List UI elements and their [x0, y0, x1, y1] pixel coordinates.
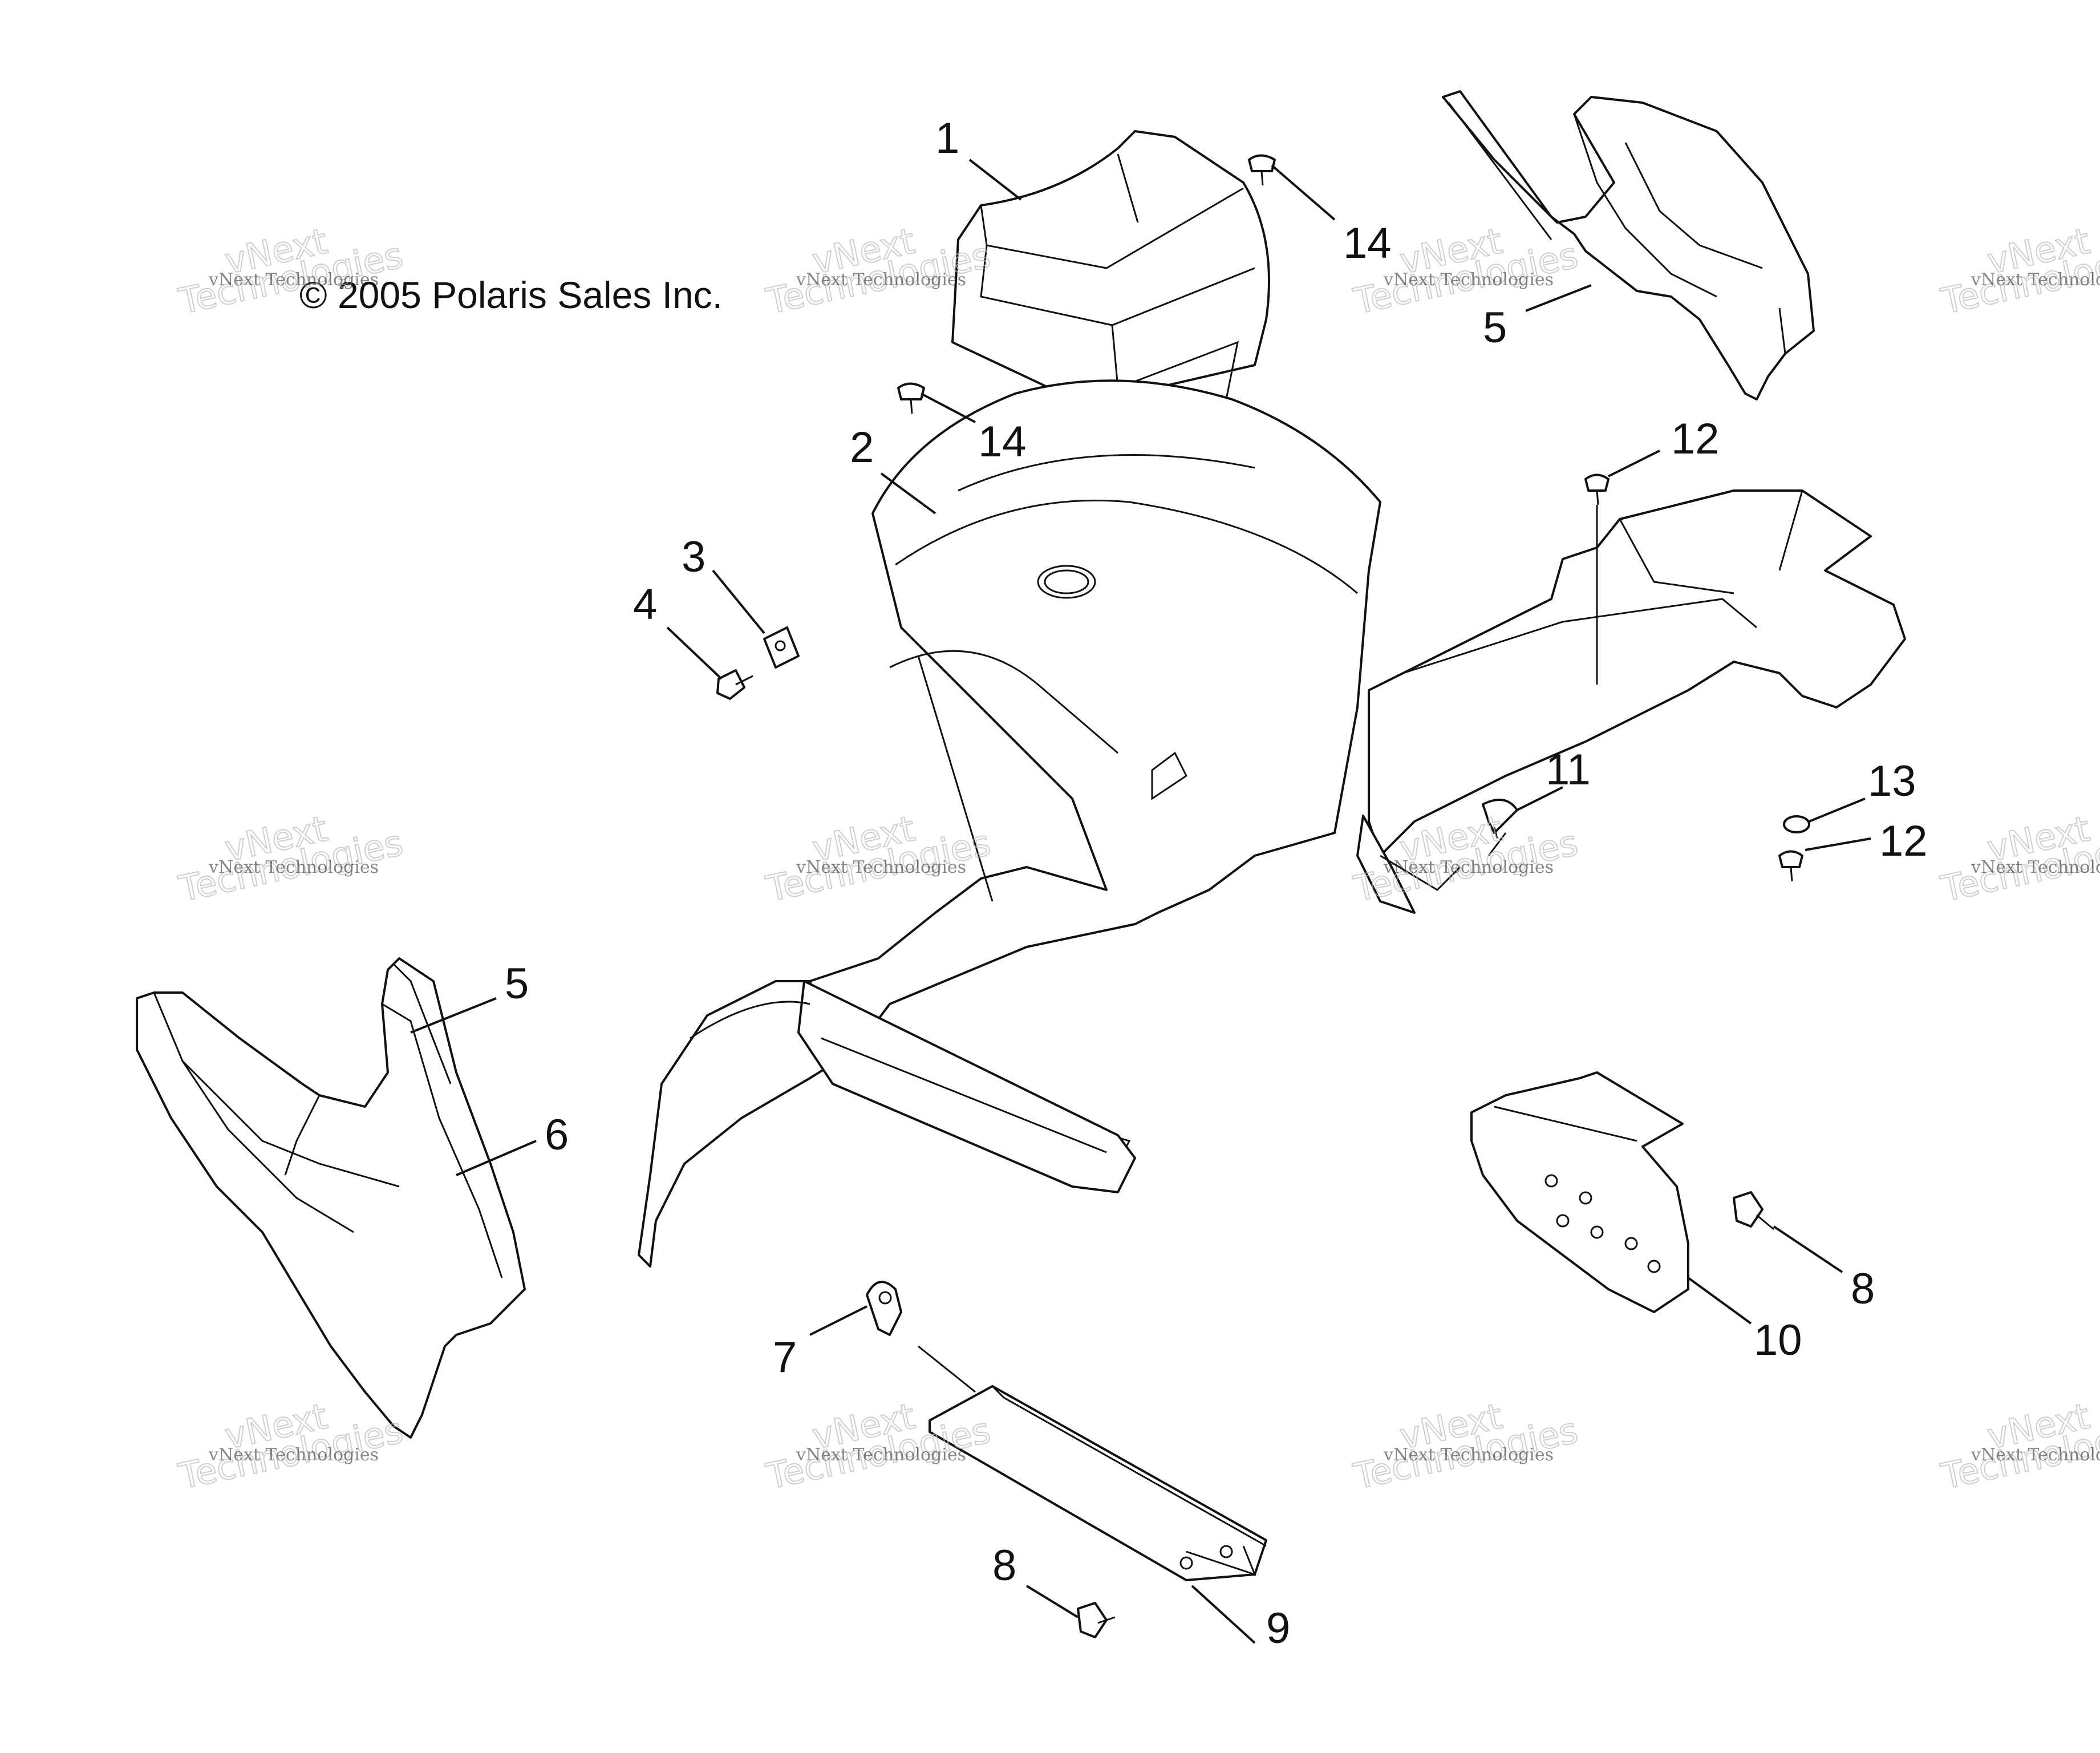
copyright-notice: © 2005 Polaris Sales Inc. — [299, 274, 723, 316]
part-3-clip — [763, 626, 800, 669]
part-14-rivet-top — [1248, 154, 1276, 186]
svg-text:vNext Technologies: vNext Technologies — [796, 1445, 966, 1465]
callout-3: 3 — [682, 533, 706, 581]
callout-10: 10 — [1754, 1316, 1802, 1365]
watermark: vNext Technologies vNext Technologies — [1937, 1395, 2100, 1498]
part-12-screw-right — [1778, 850, 1803, 882]
callout-9: 9 — [1266, 1604, 1290, 1653]
part-5-6-side-panel — [136, 957, 526, 1439]
callout-4: 4 — [633, 580, 657, 629]
callout-7: 7 — [773, 1333, 797, 1382]
svg-text:vNext Technologies: vNext Technologies — [208, 857, 379, 877]
callout-12-right: 12 — [1879, 817, 1928, 865]
watermark: vNext Technologies vNext Technologies — [175, 807, 407, 910]
svg-text:vNext Technologies: vNext Technologies — [1971, 270, 2100, 290]
part-9-bracket — [929, 1385, 1267, 1581]
callout-14-top: 14 — [1343, 219, 1392, 268]
part-13-washer — [1783, 815, 1810, 833]
callout-6: 6 — [545, 1111, 569, 1159]
part-1-headlight-pod — [951, 130, 1270, 423]
svg-text:vNext Technologies: vNext Technologies — [1383, 857, 1554, 877]
part-8-screw-right — [1733, 1191, 1774, 1230]
part-10-skid-plate — [1470, 1071, 1689, 1313]
watermark: vNext Technologies vNext Technologies — [1937, 807, 2100, 910]
watermark: vNext Technologies vNext Technologies — [1349, 1395, 1582, 1498]
callout-8-bottom: 8 — [992, 1541, 1016, 1590]
part-2-front-fender — [638, 379, 1381, 1268]
callout-14-left: 14 — [978, 418, 1027, 466]
svg-text:vNext Technologies: vNext Technologies — [796, 270, 966, 290]
part-11-fastener — [1482, 799, 1518, 839]
watermark: vNext Technologies vNext Technologies — [175, 1395, 407, 1498]
callout-1: 1 — [935, 114, 959, 163]
part-5-rear-panel — [1442, 90, 1815, 400]
svg-text:vNext Technologies: vNext Technologies — [208, 270, 379, 290]
part-4-bolt — [716, 669, 753, 700]
svg-text:vNext Technologies: vNext Technologies — [1971, 857, 2100, 877]
callout-2: 2 — [850, 423, 874, 472]
watermark: vNext Technologies vNext Technologies — [1937, 220, 2100, 323]
callout-11: 11 — [1546, 746, 1591, 794]
callout-13: 13 — [1868, 757, 1916, 805]
callout-5-top: 5 — [1483, 303, 1507, 352]
callout-8-right: 8 — [1851, 1265, 1875, 1313]
part-14-rivet-left — [897, 382, 925, 414]
svg-text:vNext Technologies: vNext Technologies — [1383, 1445, 1554, 1465]
svg-text:vNext Technologies: vNext Technologies — [796, 857, 966, 877]
svg-text:vNext Technologies: vNext Technologies — [1383, 270, 1554, 290]
callout-labels: 1 2 3 4 5 5 6 7 8 8 9 10 11 12 12 13 14 … — [505, 114, 1928, 1653]
callout-5-left: 5 — [505, 960, 529, 1008]
part-7-push-clip — [866, 1281, 902, 1336]
part-12-screw-top — [1584, 473, 1610, 505]
svg-text:vNext Technologies: vNext Technologies — [208, 1445, 379, 1465]
leader-lines — [410, 159, 1871, 1644]
callout-12-top: 12 — [1671, 415, 1720, 463]
svg-text:vNext Technologies: vNext Technologies — [1971, 1445, 2100, 1465]
part-8-screw-bottom — [1077, 1602, 1116, 1638]
part-2-rear-section — [1356, 489, 1906, 914]
